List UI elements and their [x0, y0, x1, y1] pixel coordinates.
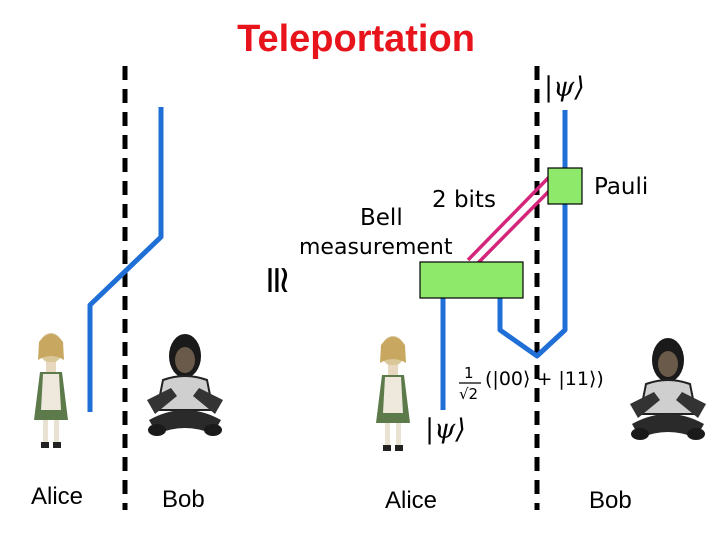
- page-title: Teleportation: [237, 18, 475, 60]
- equivalence-symbol: ≅: [255, 264, 300, 296]
- pauli-label: Pauli: [594, 174, 649, 200]
- epr-frac-numerator: 1: [464, 364, 474, 382]
- left-entangled-wire: [87, 107, 164, 412]
- epr-pair-wire: [497, 204, 568, 359]
- alice-figure-icon: [376, 336, 410, 451]
- classical-bit-line-1: [466, 170, 556, 262]
- psi-output-label: |ψ⟩: [544, 72, 585, 103]
- bob-figure-icon: [630, 338, 706, 440]
- classical-bit-line-2: [475, 178, 562, 266]
- epr-state-label: (|00⟩ + |11⟩): [485, 368, 604, 390]
- pauli-box: [547, 167, 583, 205]
- alice-figure-icon: [34, 333, 68, 448]
- alice-label-left: Alice: [31, 483, 84, 510]
- bob-figure-icon: [147, 334, 223, 436]
- bob-label-right: Bob: [589, 487, 632, 514]
- bell-label-line2: measurement: [299, 235, 453, 260]
- psi-input-label: |ψ⟩: [425, 414, 466, 445]
- alice-label-right: Alice: [385, 487, 438, 514]
- epr-frac-denominator: √2: [459, 385, 479, 403]
- bell-label-line1: Bell: [360, 205, 403, 231]
- two-bits-label: 2 bits: [432, 187, 496, 213]
- bell-measurement-box: [419, 261, 524, 299]
- bob-label-left: Bob: [162, 486, 205, 513]
